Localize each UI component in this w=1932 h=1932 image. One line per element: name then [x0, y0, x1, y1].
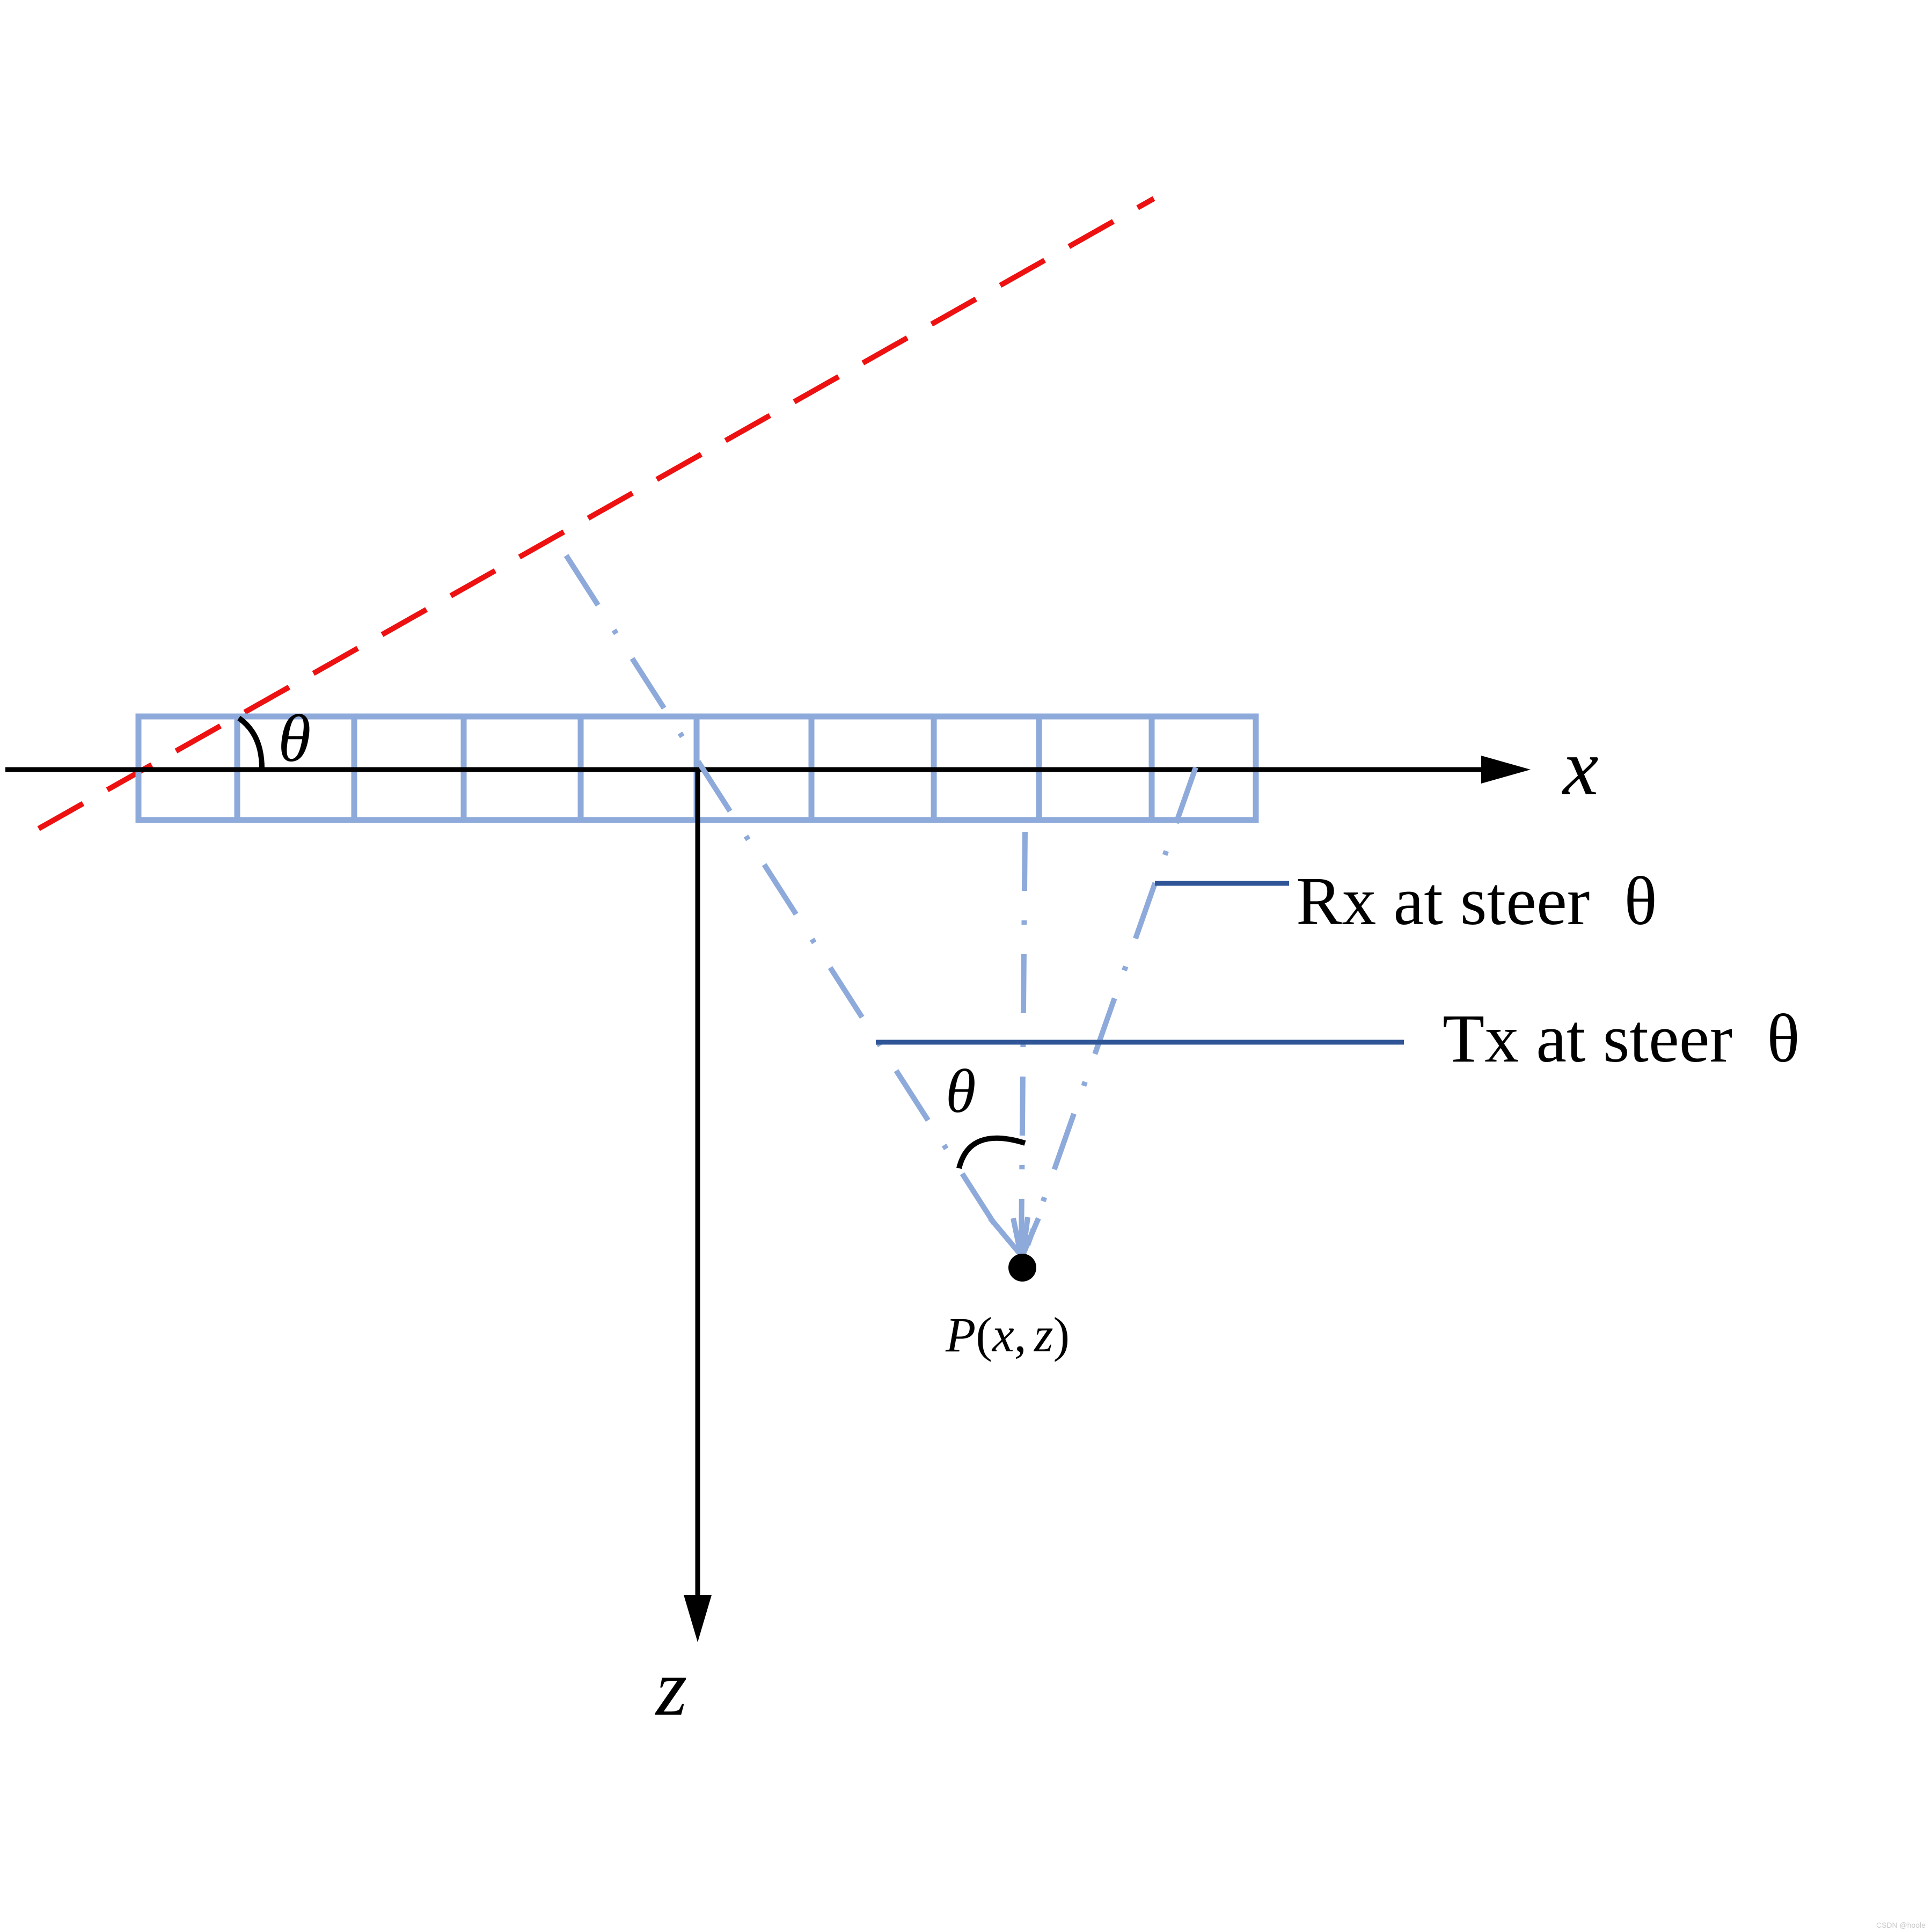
point-p-label: P(x,z)	[945, 1307, 1070, 1362]
point-close-paren: )	[1053, 1307, 1070, 1362]
bottom-angle-arc	[956, 1135, 1026, 1169]
x-axis-label: x	[1562, 723, 1599, 812]
point-comma: ,	[1014, 1307, 1027, 1362]
vertical-path	[1019, 831, 1028, 1246]
point-p-letter: P	[945, 1307, 976, 1362]
tx-steered-path	[564, 554, 1009, 1244]
point-x-var: x	[991, 1307, 1014, 1362]
tx-path-arrowhead	[988, 1216, 1023, 1257]
point-open-paren: (	[976, 1307, 992, 1362]
target-point	[1008, 1254, 1036, 1282]
watermark: CSDN @hoole	[1876, 1921, 1926, 1929]
rx-steered-path	[1025, 766, 1198, 1246]
z-axis-label: z	[655, 1643, 687, 1732]
z-axis-arrowhead	[684, 1595, 712, 1642]
top-angle-arc	[237, 715, 265, 769]
propagation-paths	[564, 554, 1198, 1257]
tx-steer-label: Tx at steer θ	[1443, 1000, 1800, 1077]
x-axis-arrowhead	[1481, 756, 1531, 784]
rx-path-arrowhead	[1020, 1217, 1041, 1256]
theta-bottom-label: θ	[946, 1057, 976, 1125]
point-z-var: z	[1033, 1307, 1053, 1362]
rx-steer-label: Rx at steer θ	[1296, 863, 1657, 939]
steered-wavefront-line	[37, 196, 1155, 831]
theta-top-label: θ	[278, 702, 311, 776]
